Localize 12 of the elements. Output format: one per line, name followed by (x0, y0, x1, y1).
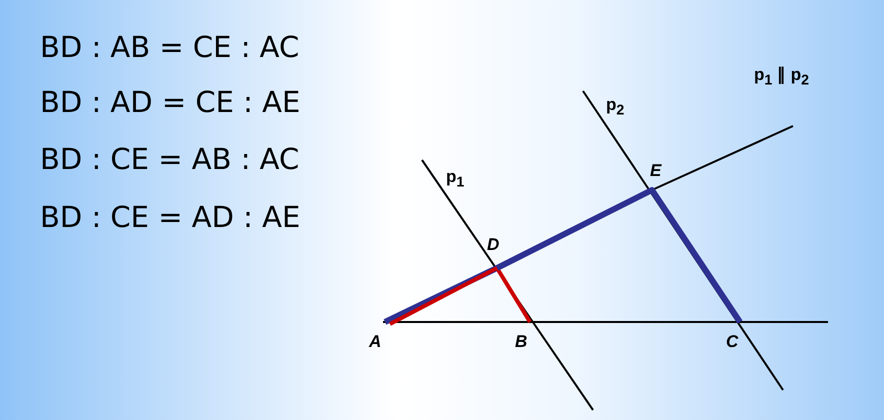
point-label: A (369, 333, 382, 350)
parallel-note: p$_{1}$ ∥ p$_{2}$ (754, 66, 809, 88)
equation: BD : AB = CE : AC (40, 33, 300, 62)
line-label: p$_{1}$ (446, 168, 464, 190)
point-label: E (650, 162, 662, 179)
point-label: D (487, 236, 500, 253)
point-label: B (515, 333, 528, 350)
point-label: C (726, 333, 738, 350)
equation: BD : AD = CE : AE (40, 88, 300, 117)
equation: BD : CE = AD : AE (40, 203, 300, 232)
line-label: p$_{2}$ (606, 96, 624, 118)
equation: BD : CE = AB : AC (40, 145, 300, 174)
